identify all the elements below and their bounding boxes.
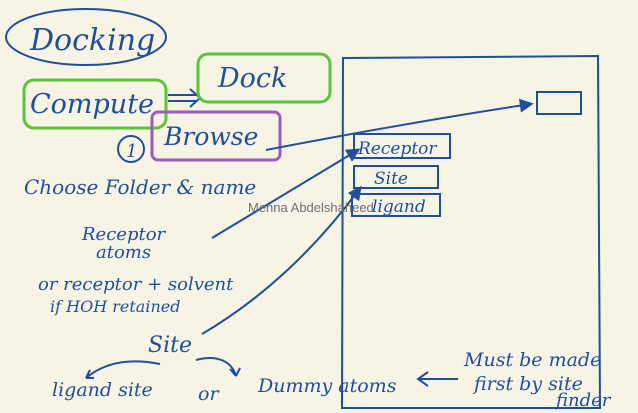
instruction-text: Choose Folder & name [24, 175, 256, 199]
receptor-note-line1: Receptor [81, 224, 167, 245]
site-field-label: Site [374, 169, 408, 189]
dock-menu-box[interactable] [196, 52, 332, 104]
site-arrow [201, 185, 362, 335]
step-marker-circle [117, 135, 145, 163]
ligand-field-label: ligand [372, 197, 426, 217]
compute-to-dock-arrow [168, 88, 202, 108]
dummy-note-line2: first by site [472, 373, 583, 395]
receptor-note-line2: atoms [96, 242, 151, 263]
ligand-field[interactable] [351, 193, 441, 217]
receptor-field[interactable] [353, 133, 451, 159]
browse-button-label: Browse [163, 122, 258, 151]
receptor-note-line4: if HOH retained [50, 297, 180, 316]
dialog-window [340, 54, 602, 409]
browse-arrow [265, 98, 534, 151]
site-field[interactable] [353, 165, 439, 189]
site-split-arrows [85, 357, 241, 379]
step-marker-text: 1 [126, 141, 137, 162]
receptor-arrow [211, 148, 361, 239]
option-or: or [198, 383, 220, 405]
title-oval [5, 8, 167, 66]
watermark: Menna Abdelshaheed [248, 200, 374, 215]
dock-menu-label: Dock [217, 63, 287, 94]
option-dummy-atoms: Dummy atoms [257, 375, 397, 397]
dummy-note-line3: finder [554, 390, 612, 411]
title-text: Docking [29, 23, 155, 58]
option-ligand-site: ligand site [52, 379, 153, 401]
dummy-note-line1: Must be made [463, 349, 601, 371]
compute-menu-label: Compute [30, 89, 154, 120]
dummy-note-arrow [416, 371, 458, 387]
receptor-field-label: Receptor [357, 139, 437, 159]
receptor-note-line3: or receptor + solvent [38, 274, 234, 295]
browse-button-box[interactable] [150, 110, 282, 162]
dialog-folder-input[interactable] [536, 91, 582, 115]
compute-menu-box[interactable] [22, 78, 168, 130]
site-label: Site [148, 333, 192, 358]
